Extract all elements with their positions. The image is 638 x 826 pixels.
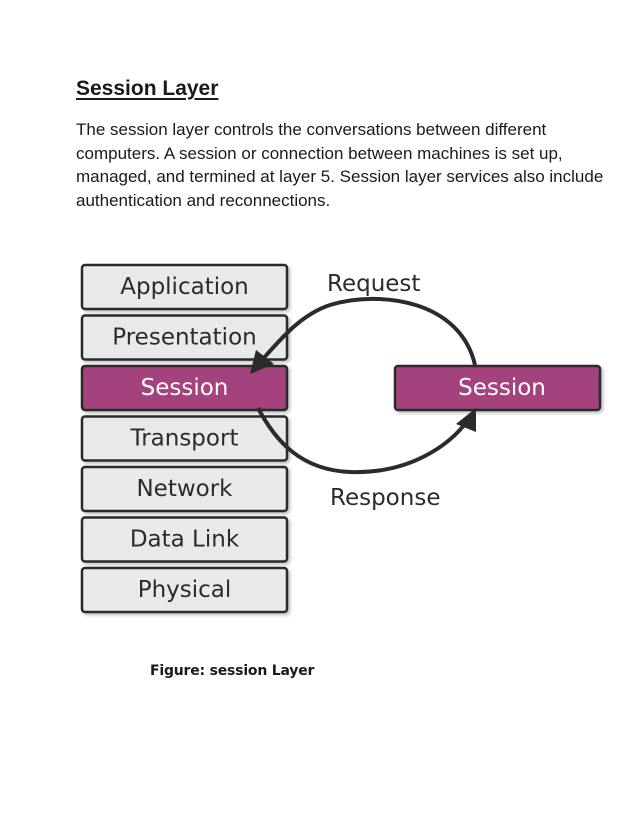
layer-label: Data Link — [130, 527, 240, 553]
response-label: Response — [330, 485, 440, 511]
layer-label: Presentation — [112, 325, 256, 351]
layer-box — [80, 364, 289, 412]
request-arrow — [260, 296, 477, 366]
layer-box — [80, 516, 289, 563]
layer-application: Application — [80, 263, 289, 311]
response-arrowhead — [456, 408, 476, 432]
section-heading: Session Layer — [76, 77, 219, 100]
layer-box — [80, 566, 289, 614]
layer-label: Session — [141, 375, 229, 401]
layer-label: Network — [136, 476, 233, 502]
remote-session: Session — [393, 364, 602, 412]
figure-caption: Figure: session Layer — [150, 663, 315, 679]
layer-label: Application — [120, 274, 249, 300]
layer-box — [80, 314, 289, 361]
layer-stack: ApplicationPresentationSessionTransportN… — [80, 263, 289, 614]
layer-session: Session — [80, 364, 289, 412]
request-label: Request — [327, 271, 420, 297]
layer-box — [80, 465, 289, 513]
layer-transport: Transport — [80, 415, 289, 462]
layer-physical: Physical — [80, 566, 289, 614]
layer-label: Physical — [138, 577, 232, 603]
layer-network: Network — [80, 465, 289, 513]
section-paragraph: The session layer controls the conversat… — [76, 120, 604, 210]
remote-session-box — [393, 364, 602, 412]
request-arrowhead — [250, 350, 274, 374]
response-arrow — [256, 407, 470, 475]
layer-presentation: Presentation — [80, 314, 289, 361]
layer-box — [80, 415, 289, 462]
layer-data-link: Data Link — [80, 516, 289, 563]
remote-session-label: Session — [458, 375, 546, 401]
layer-label: Transport — [130, 426, 239, 452]
layer-box — [80, 263, 289, 311]
